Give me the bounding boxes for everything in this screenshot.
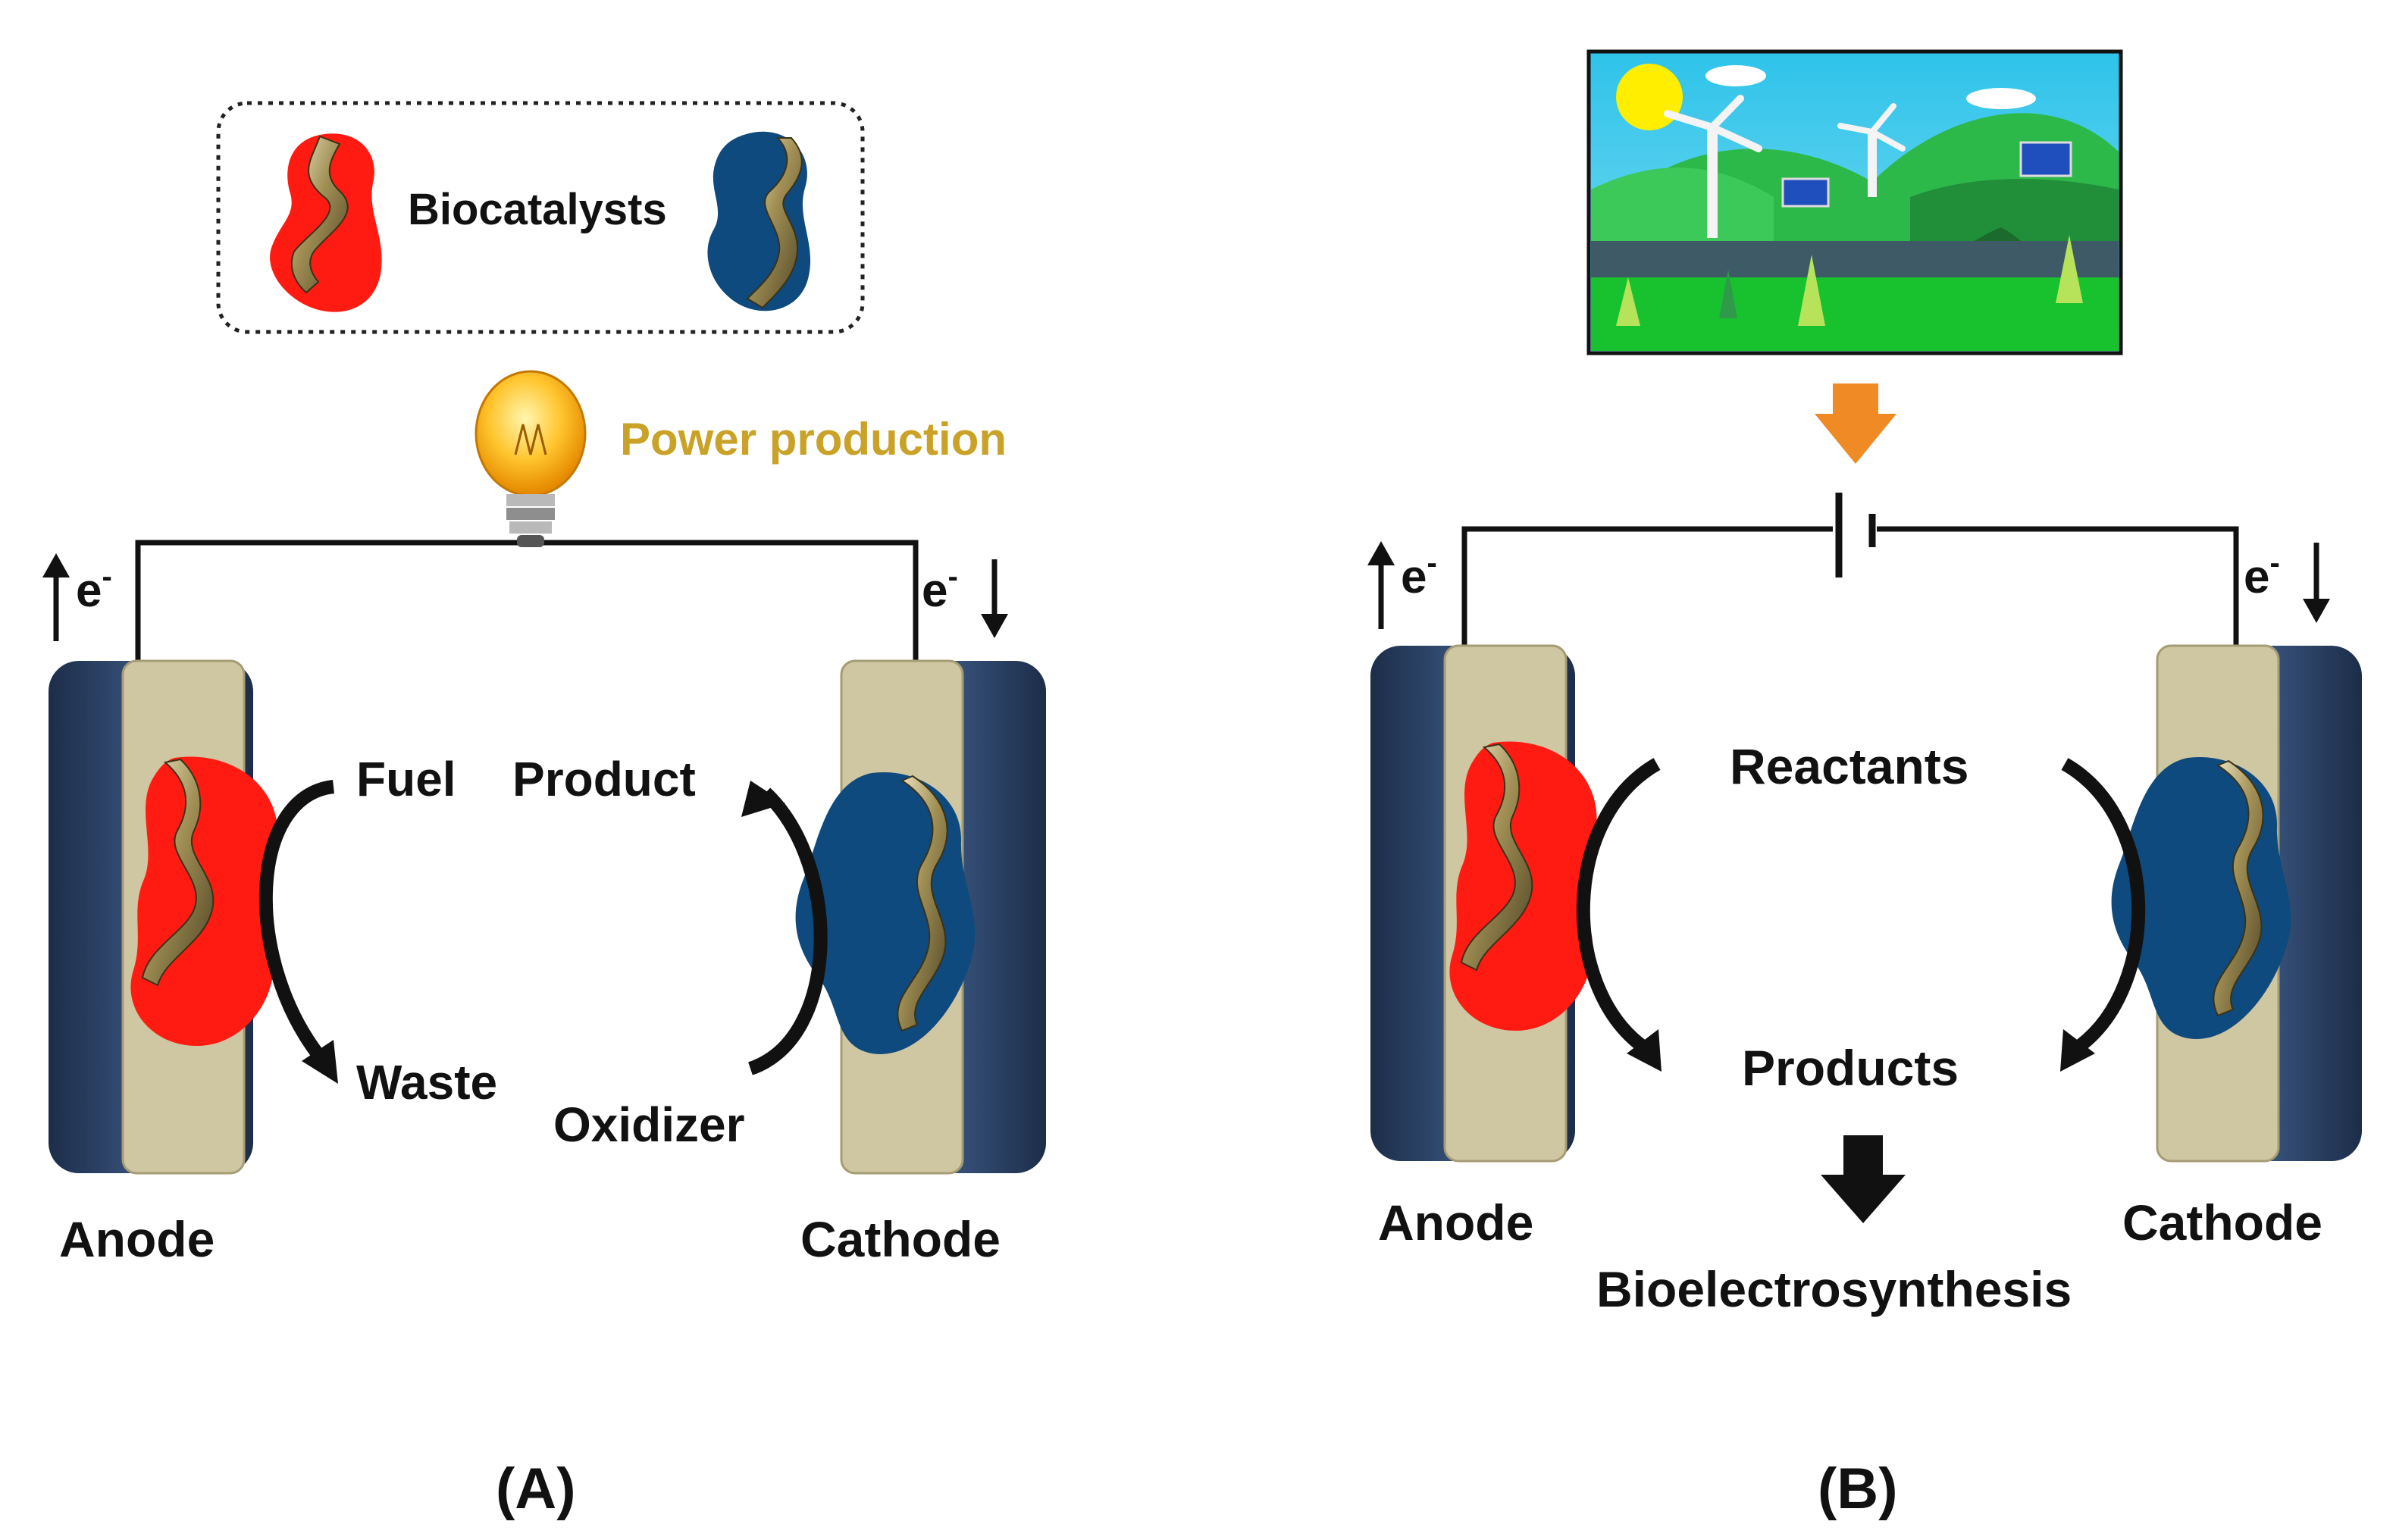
reactants-label: Reactants: [1730, 738, 1968, 794]
red-enzyme-icon: [270, 133, 382, 312]
svg-text:e-: e-: [1401, 546, 1437, 603]
panel-b-cathode-enzyme: [2111, 756, 2291, 1039]
biocatalysts-label: Biocatalysts: [408, 185, 667, 234]
panel-a-anode-reaction-arrow: [258, 780, 338, 1084]
blue-enzyme-icon: [707, 131, 811, 311]
svg-text:e-: e-: [922, 560, 958, 617]
panel-b-caption: (B): [1818, 1457, 1898, 1521]
product-label: Product: [512, 752, 696, 806]
renewable-energy-arrow-icon: [1815, 383, 1896, 464]
battery-icon: [1835, 493, 1876, 578]
panel-a-fuel-cell: Power production e- e-: [42, 370, 1046, 1521]
panel-b-electrosynthesis-cell: e- e-: [1367, 49, 2362, 1521]
light-bulb-icon: [475, 370, 587, 547]
power-production-label: Power production: [620, 414, 1007, 465]
fuel-label: Fuel: [356, 752, 456, 806]
panel-a-anode-electron-flow: e-: [42, 553, 112, 641]
biocatalyst-legend: Biocatalysts: [216, 101, 865, 334]
panel-a-cathode-electron-flow: e-: [922, 559, 1008, 638]
panel-a-external-circuit-wire: [135, 540, 919, 661]
bioelectrosynthesis-label: Bioelectrosynthesis: [1596, 1261, 2072, 1317]
panel-b-external-circuit-wire: [1461, 526, 2239, 649]
down-arrow-icon: [1821, 1135, 1906, 1223]
panel-b-anode-reaction-arrow: [1576, 758, 1662, 1072]
panel-b-anode-label: Anode: [1378, 1194, 1533, 1250]
oxidizer-label: Oxidizer: [553, 1097, 745, 1152]
panel-b-cathode-reaction-arrow: [2060, 758, 2146, 1072]
panel-a-cathode-enzyme: [795, 772, 976, 1054]
panel-b-cathode-label: Cathode: [2122, 1194, 2322, 1250]
renewable-energy-landscape-icon: [1586, 49, 2123, 355]
panel-a-anode-label: Anode: [59, 1211, 215, 1267]
panel-a-cathode-reaction-arrow: [741, 781, 828, 1075]
panel-a-cathode-label: Cathode: [800, 1211, 1001, 1267]
svg-text:e-: e-: [2244, 546, 2280, 603]
waste-label: Waste: [356, 1055, 497, 1110]
products-label: Products: [1742, 1040, 1959, 1096]
panel-b-anode-enzyme: [1449, 741, 1597, 1031]
panel-a-anode-enzyme: [130, 756, 278, 1046]
panel-a-caption: (A): [496, 1457, 576, 1521]
svg-text:e-: e-: [76, 560, 112, 617]
panel-b-anode-electron-flow: e-: [1367, 541, 1437, 629]
panel-b-cathode-electron-flow: e-: [2244, 543, 2330, 623]
